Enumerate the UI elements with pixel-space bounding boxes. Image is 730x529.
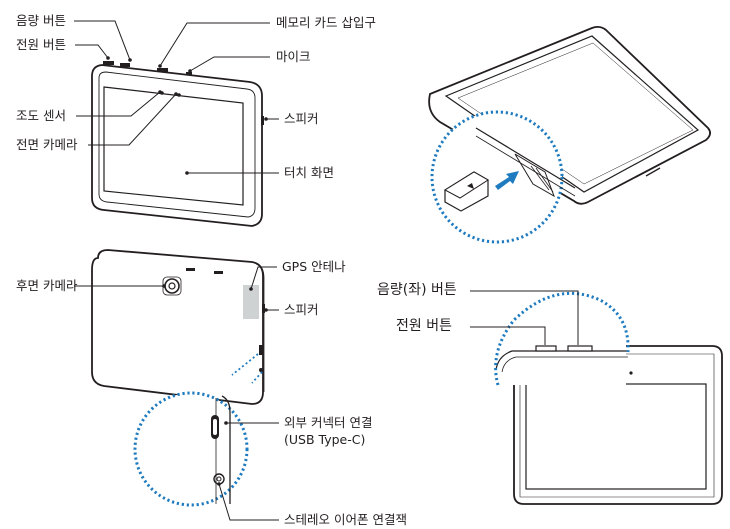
label-memory-card-slot: 메모리 카드 삽입구 (276, 15, 376, 30)
label-volume-left-button: 음량(좌) 버튼 (377, 282, 457, 298)
label-gps-antenna: GPS 안테나 (282, 259, 346, 274)
leader-lines (74, 20, 579, 521)
label-power-button: 전원 버튼 (16, 37, 66, 52)
label-power-button-side: 전원 버튼 (396, 318, 452, 334)
label-usb-type-c: (USB Type-C) (284, 432, 366, 447)
label-light-sensor: 조도 센서 (16, 108, 66, 123)
label-touch-screen: 터치 화면 (284, 165, 334, 180)
label-earphone-jack: 스테레오 이어폰 연결잭 (284, 512, 407, 527)
label-external-connector: 외부 커넥터 연결 (284, 415, 373, 430)
front-tablet (91, 61, 264, 227)
leader-dots (106, 56, 268, 486)
rear-tablet (91, 249, 265, 405)
label-volume-button: 음량 버튼 (16, 13, 66, 28)
button-magnified (494, 266, 630, 386)
label-rear-camera: 후면 카메라 (16, 278, 78, 293)
label-speaker-front: 스피커 (284, 111, 319, 126)
label-microphone: 마이크 (276, 49, 311, 64)
connector-magnified (133, 353, 263, 507)
slot-magnified (430, 110, 576, 244)
label-speaker-rear: 스피커 (284, 302, 319, 317)
label-front-camera: 전면 카메라 (16, 137, 78, 152)
